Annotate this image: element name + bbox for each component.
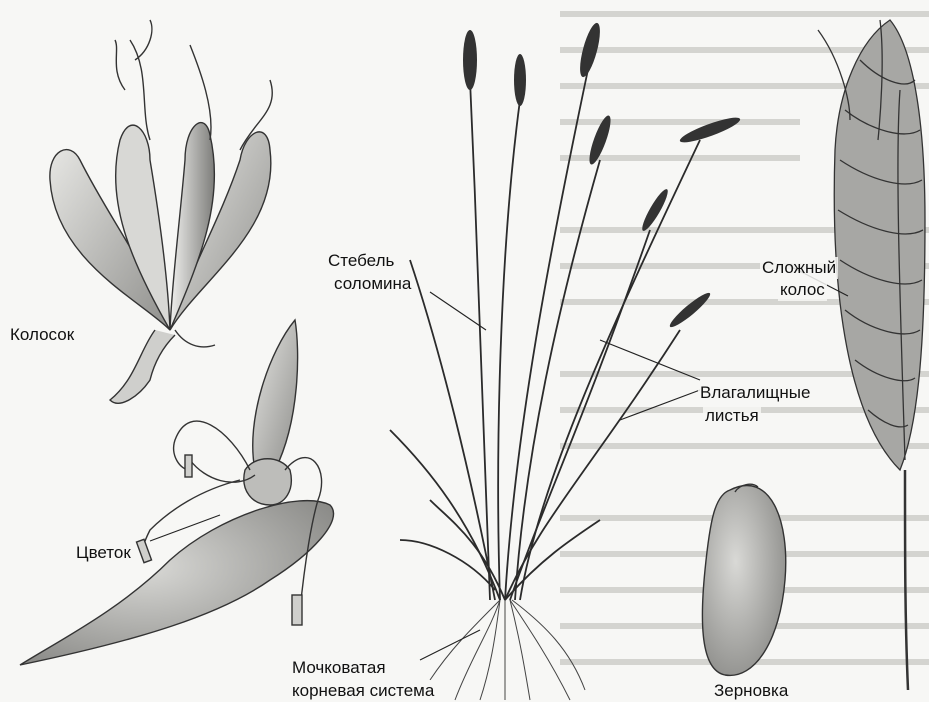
spikelet-drawing bbox=[50, 20, 272, 403]
caryopsis-drawing bbox=[702, 484, 785, 675]
label-fibrous-roots-line2: корневая система bbox=[290, 680, 436, 702]
label-spikelet: Колосок bbox=[8, 324, 76, 346]
label-stem-line1: Стебель bbox=[326, 250, 396, 272]
label-fibrous-roots-line1: Мочковатая bbox=[290, 657, 388, 679]
label-stem-line2: соломина bbox=[332, 273, 413, 295]
label-compound-spike-line1: Сложный bbox=[760, 257, 838, 279]
label-sheath-leaves-line1: Влагалищные bbox=[698, 382, 812, 404]
label-sheath-leaves-line2: листья bbox=[703, 405, 761, 427]
wheat-roots bbox=[430, 600, 585, 700]
flower-drawing bbox=[20, 320, 334, 665]
label-caryopsis: Зерновка bbox=[712, 680, 790, 702]
label-flower: Цветок bbox=[74, 542, 133, 564]
label-compound-spike-line2: колос bbox=[778, 279, 827, 301]
wheat-plant-ears bbox=[463, 21, 742, 330]
